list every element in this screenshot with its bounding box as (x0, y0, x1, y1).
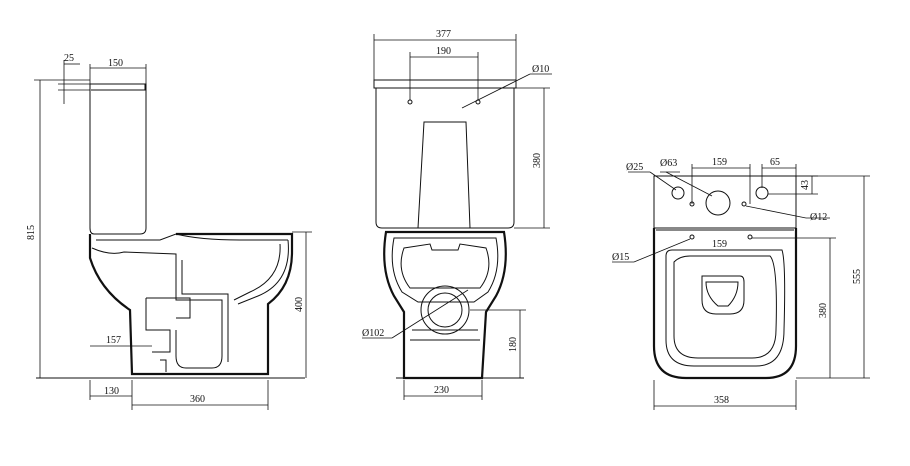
front-view: 377 190 Ø10 380 Ø102 180 230 (362, 29, 552, 400)
dim-side-total-height: 815 (26, 225, 37, 240)
dim-side-base-depth: 360 (190, 394, 205, 405)
dim-side-rear-offset: 130 (104, 386, 119, 397)
dim-top-total-length: 555 (852, 269, 863, 284)
dim-front-button-spacing: 190 (436, 46, 451, 57)
dim-front-button-diameter: Ø10 (532, 64, 549, 75)
dim-top-hole-offset-x: 65 (770, 157, 780, 168)
dim-top-hole2: Ø63 (660, 158, 677, 169)
top-view: Ø25 Ø63 159 65 43 Ø12 Ø15 159 380 (612, 157, 870, 410)
dim-side-outlet-height: 157 (106, 335, 121, 346)
dim-front-outlet-diameter: Ø102 (362, 328, 384, 339)
dim-front-outlet-height: 180 (508, 337, 519, 352)
dim-top-fix-spacing: 159 (712, 239, 727, 250)
dim-top-fix-hole: Ø15 (612, 252, 629, 263)
dim-top-hole-spacing: 159 (712, 157, 727, 168)
dim-side-seat-height: 400 (294, 297, 305, 312)
dim-front-base-width: 230 (434, 385, 449, 396)
dim-top-bowl-length: 380 (818, 303, 829, 318)
dim-side-top-offset: 25 (64, 53, 74, 64)
dim-top-hole1: Ø25 (626, 162, 643, 173)
dim-front-tank-height: 380 (532, 153, 543, 168)
dim-side-tank-depth: 150 (108, 58, 123, 69)
side-view: 25 150 815 400 157 130 360 (26, 53, 312, 410)
dim-top-width: 358 (714, 395, 729, 406)
dim-top-hole3: Ø12 (810, 212, 827, 223)
dim-top-hole-offset-y: 43 (800, 180, 811, 190)
dim-front-width: 377 (436, 29, 451, 40)
